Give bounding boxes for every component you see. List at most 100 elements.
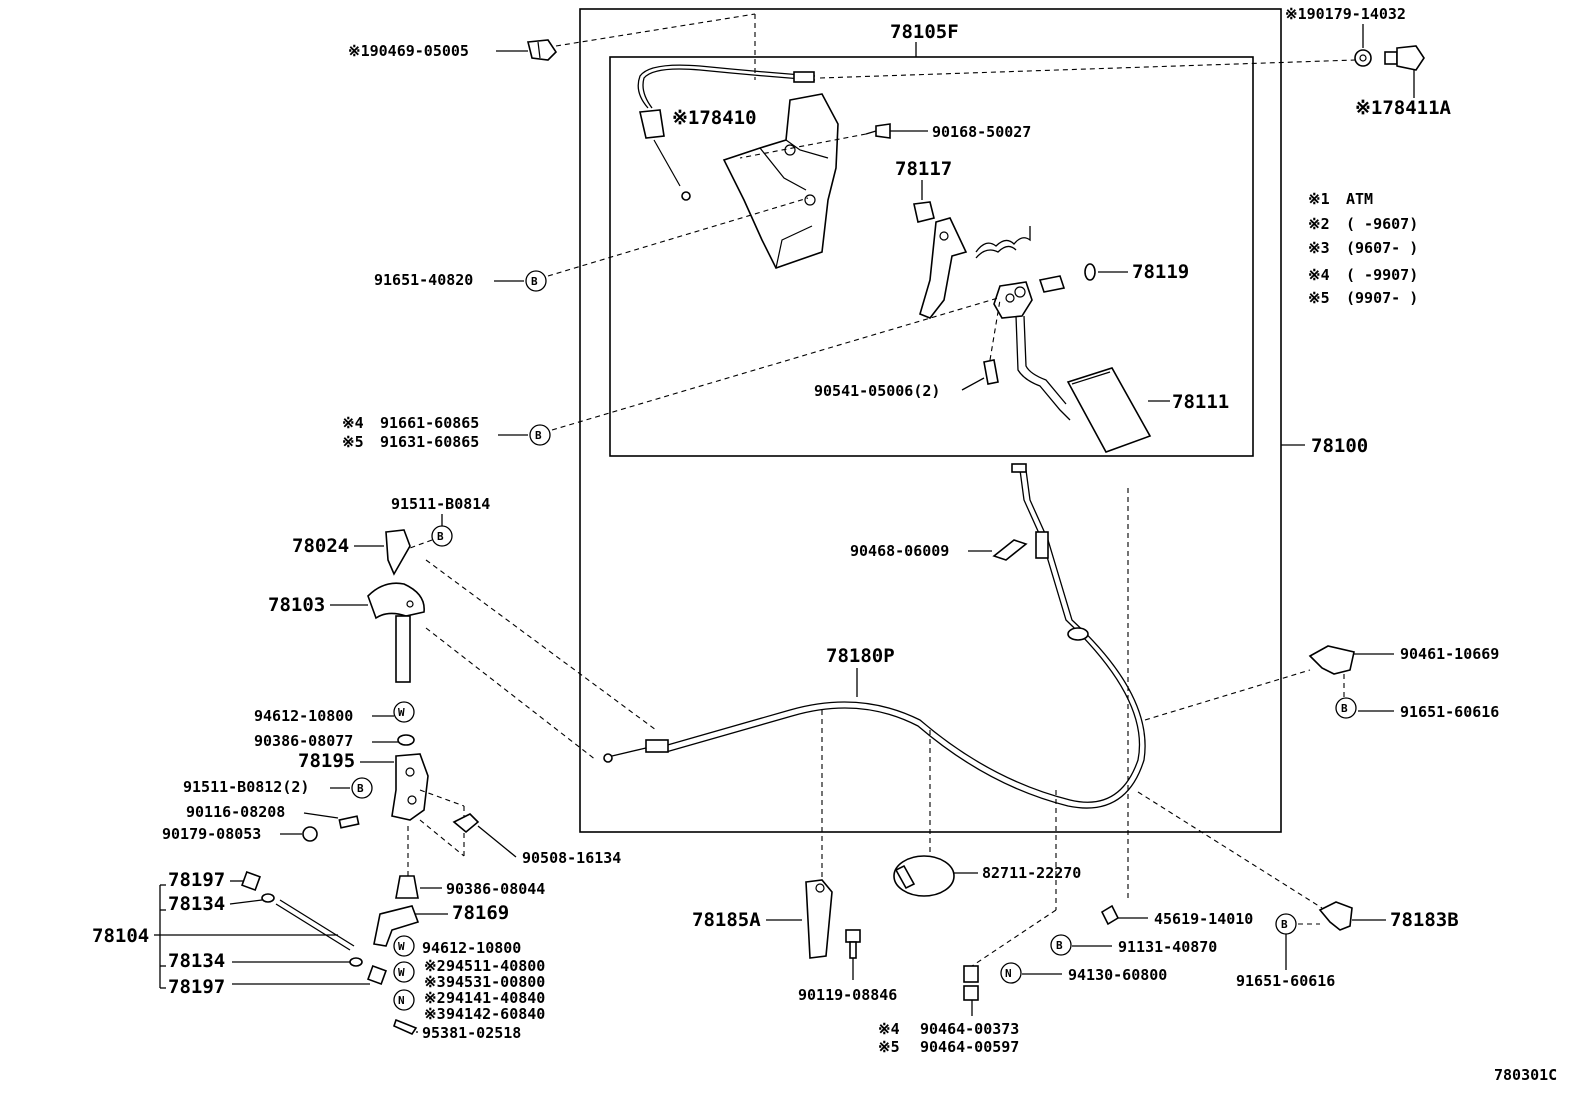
svg-text:B: B	[531, 275, 538, 288]
cap-end-part	[241, 871, 261, 891]
label-90179-08053[interactable]: 90179-08053	[162, 825, 261, 843]
label-91631-60865[interactable]: 91631-60865	[380, 433, 479, 451]
label-94141-40840[interactable]: 94141-40840	[446, 989, 545, 1007]
pedal-bracket-frame	[609, 56, 1254, 457]
legend-text-3: (9607- )	[1346, 239, 1418, 257]
label-90386-08044[interactable]: 90386-08044	[446, 880, 545, 898]
label-78197-b[interactable]: 78197	[168, 976, 225, 998]
label-90116-08208[interactable]: 90116-08208	[186, 803, 285, 821]
ball-joint-part	[261, 893, 275, 903]
label-78104[interactable]: 78104	[92, 925, 149, 947]
legend-mark-5: ※5	[1308, 289, 1330, 307]
label-78103[interactable]: 78103	[268, 594, 325, 616]
label-91661-60865[interactable]: 91661-60865	[380, 414, 479, 432]
washer-marker-icon: W	[393, 701, 415, 723]
cap-end-part	[367, 965, 387, 985]
cable-clip-part	[526, 39, 558, 61]
label-78111[interactable]: 78111	[1172, 391, 1229, 413]
label-91131-40870[interactable]: 91131-40870	[1118, 938, 1217, 956]
label-90468-06009[interactable]: 90468-06009	[850, 542, 949, 560]
label-78024[interactable]: 78024	[292, 535, 349, 557]
label-90464-00373-mark: ※4	[878, 1020, 900, 1038]
bolt-marker-icon: B	[525, 270, 547, 292]
grommet-stack-part	[963, 965, 979, 1001]
legend-mark-1: ※1	[1308, 190, 1330, 208]
svg-text:B: B	[535, 429, 542, 442]
svg-text:B: B	[1341, 702, 1348, 715]
bushing-part	[1038, 263, 1096, 293]
stopper-part	[913, 201, 935, 223]
legend-mark-4: ※4	[1308, 266, 1330, 284]
svg-text:N: N	[1005, 967, 1012, 980]
label-91511-B0814[interactable]: 91511-B0814	[391, 495, 490, 513]
accel-cable-upper-part	[637, 64, 816, 201]
label-78100[interactable]: 78100	[1311, 435, 1368, 457]
nut-small-part	[302, 826, 318, 842]
label-90461-10669[interactable]: 90461-10669	[1400, 645, 1499, 663]
bolt-marker-icon: B	[529, 424, 551, 446]
label-78169[interactable]: 78169	[452, 902, 509, 924]
stud-bolt-part	[338, 815, 360, 829]
label-94612-10800-b[interactable]: 94612-10800	[422, 939, 521, 957]
pedal-pad-part	[1066, 367, 1152, 453]
label-78180P[interactable]: 78180P	[826, 645, 895, 667]
label-90464-00597[interactable]: 90464-00597	[920, 1038, 1019, 1056]
label-90469-05005[interactable]: ※190469-05005	[348, 42, 469, 60]
accelerator-assembly-frame	[579, 8, 1282, 833]
screw-part	[865, 123, 891, 139]
nut-marker-icon: N	[1000, 962, 1022, 984]
label-90179-14032[interactable]: ※190179-14032	[1285, 5, 1406, 23]
label-94531-00800[interactable]: 94531-00800	[446, 973, 545, 991]
label-91511-B0812[interactable]: 91511-B0812(2)	[183, 778, 309, 796]
label-90508-16134[interactable]: 90508-16134	[522, 849, 621, 867]
label-178410[interactable]: ※178410	[672, 107, 757, 129]
label-94130-60800[interactable]: 94130-60800	[1068, 966, 1167, 984]
bolt-part	[845, 929, 861, 959]
label-94612-10800-a[interactable]: 94612-10800	[254, 707, 353, 725]
label-91651-60616-a[interactable]: 91651-60616	[1400, 703, 1499, 721]
legend-mark-2: ※2	[1308, 215, 1330, 233]
label-78134-b[interactable]: 78134	[168, 950, 225, 972]
bracket-part	[391, 753, 429, 821]
label-45619-14010[interactable]: 45619-14010	[1154, 910, 1253, 928]
washer-marker-icon: W	[393, 961, 415, 983]
label-91661-mark: ※4	[342, 414, 364, 432]
label-78197-a[interactable]: 78197	[168, 869, 225, 891]
label-78117[interactable]: 78117	[895, 158, 952, 180]
label-82711-22270[interactable]: 82711-22270	[982, 864, 1081, 882]
label-78185A[interactable]: 78185A	[692, 909, 761, 931]
cable-end-clip-part	[1384, 45, 1425, 71]
label-78105F[interactable]: 78105F	[890, 21, 959, 43]
pedal-lever-part	[993, 281, 1071, 421]
label-90541-05006[interactable]: 90541-05006(2)	[814, 382, 940, 400]
label-78195[interactable]: 78195	[298, 750, 355, 772]
return-spring-part	[975, 226, 1031, 259]
label-90119-08846[interactable]: 90119-08846	[798, 986, 897, 1004]
bolt-marker-icon: B	[431, 525, 453, 547]
clip-bracket-part	[1318, 901, 1353, 931]
lever-small-part	[373, 905, 420, 947]
nut-marker-icon: N	[393, 989, 415, 1011]
clamp-part	[452, 813, 480, 834]
label-90168-50027[interactable]: 90168-50027	[932, 123, 1031, 141]
clamp-band-part	[893, 855, 955, 897]
label-78119[interactable]: 78119	[1132, 261, 1189, 283]
label-91651-40820[interactable]: 91651-40820	[374, 271, 473, 289]
label-78183B[interactable]: 78183B	[1390, 909, 1459, 931]
label-90386-08077[interactable]: 90386-08077	[254, 732, 353, 750]
label-178411A[interactable]: ※178411A	[1355, 97, 1452, 119]
bolt-marker-icon: B	[1050, 934, 1072, 956]
cotter-pin-part	[393, 1018, 418, 1036]
label-90464-00373[interactable]: 90464-00373	[920, 1020, 1019, 1038]
cushion-part	[1100, 904, 1120, 926]
svg-text:B: B	[437, 530, 444, 543]
label-91651-60616-b[interactable]: 91651-60616	[1236, 972, 1335, 990]
bolt-marker-icon: B	[351, 777, 373, 799]
label-95381-02518[interactable]: 95381-02518	[422, 1024, 521, 1042]
label-94511-40800[interactable]: 94511-40800	[446, 957, 545, 975]
label-94142-60840[interactable]: 94142-60840	[446, 1005, 545, 1023]
label-78134-a[interactable]: 78134	[168, 893, 225, 915]
svg-text:W: W	[398, 706, 405, 719]
svg-text:W: W	[398, 940, 405, 953]
